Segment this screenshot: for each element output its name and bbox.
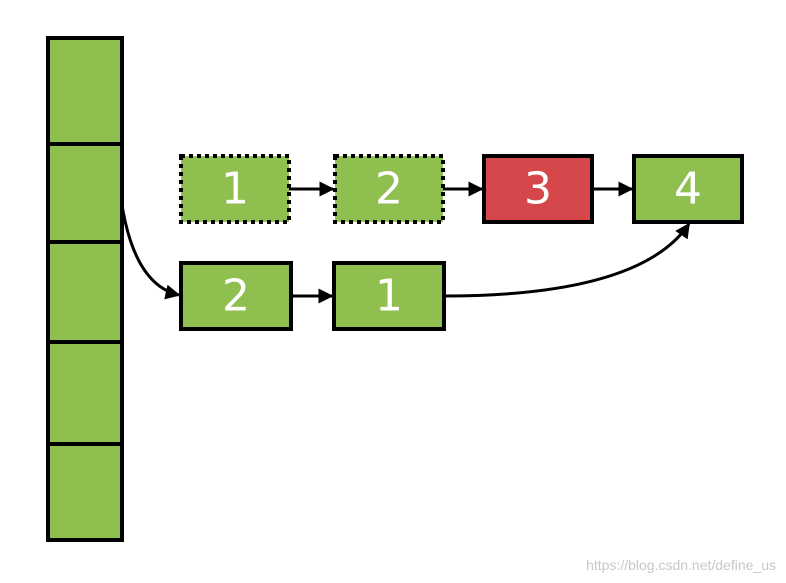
chain-node: 4	[632, 154, 744, 224]
node-box	[179, 261, 293, 331]
node-label: 2	[222, 271, 250, 322]
chain-node: 2	[333, 154, 445, 224]
node-label: 4	[674, 164, 702, 215]
chain-node: 2	[179, 261, 293, 331]
watermark-text: https://blog.csdn.net/define_us	[586, 557, 776, 573]
chain-merge-arrow	[443, 222, 691, 298]
node-box	[332, 261, 446, 331]
chain-node: 3	[482, 154, 594, 224]
bucket-array	[46, 36, 124, 542]
node-label: 2	[375, 164, 403, 215]
node-label: 3	[524, 164, 552, 215]
top-chain: 1 2 3 4	[179, 154, 744, 224]
node-label: 1	[375, 271, 403, 322]
node-box-highlighted	[482, 154, 594, 224]
bucket-slot-3	[46, 340, 124, 446]
chain-node: 1	[332, 261, 446, 331]
bucket-slot-2	[46, 240, 124, 344]
node-box-dashed	[333, 154, 445, 224]
bottom-chain: 2 1	[179, 261, 446, 331]
node-label: 1	[221, 164, 249, 215]
node-box	[632, 154, 744, 224]
chain-node: 1	[179, 154, 291, 224]
bucket-to-chain-arrow	[120, 204, 181, 300]
bucket-slot-1	[46, 142, 124, 244]
bucket-slot-0	[46, 36, 124, 146]
node-box-dashed	[179, 154, 291, 224]
bucket-slot-4	[46, 442, 124, 542]
